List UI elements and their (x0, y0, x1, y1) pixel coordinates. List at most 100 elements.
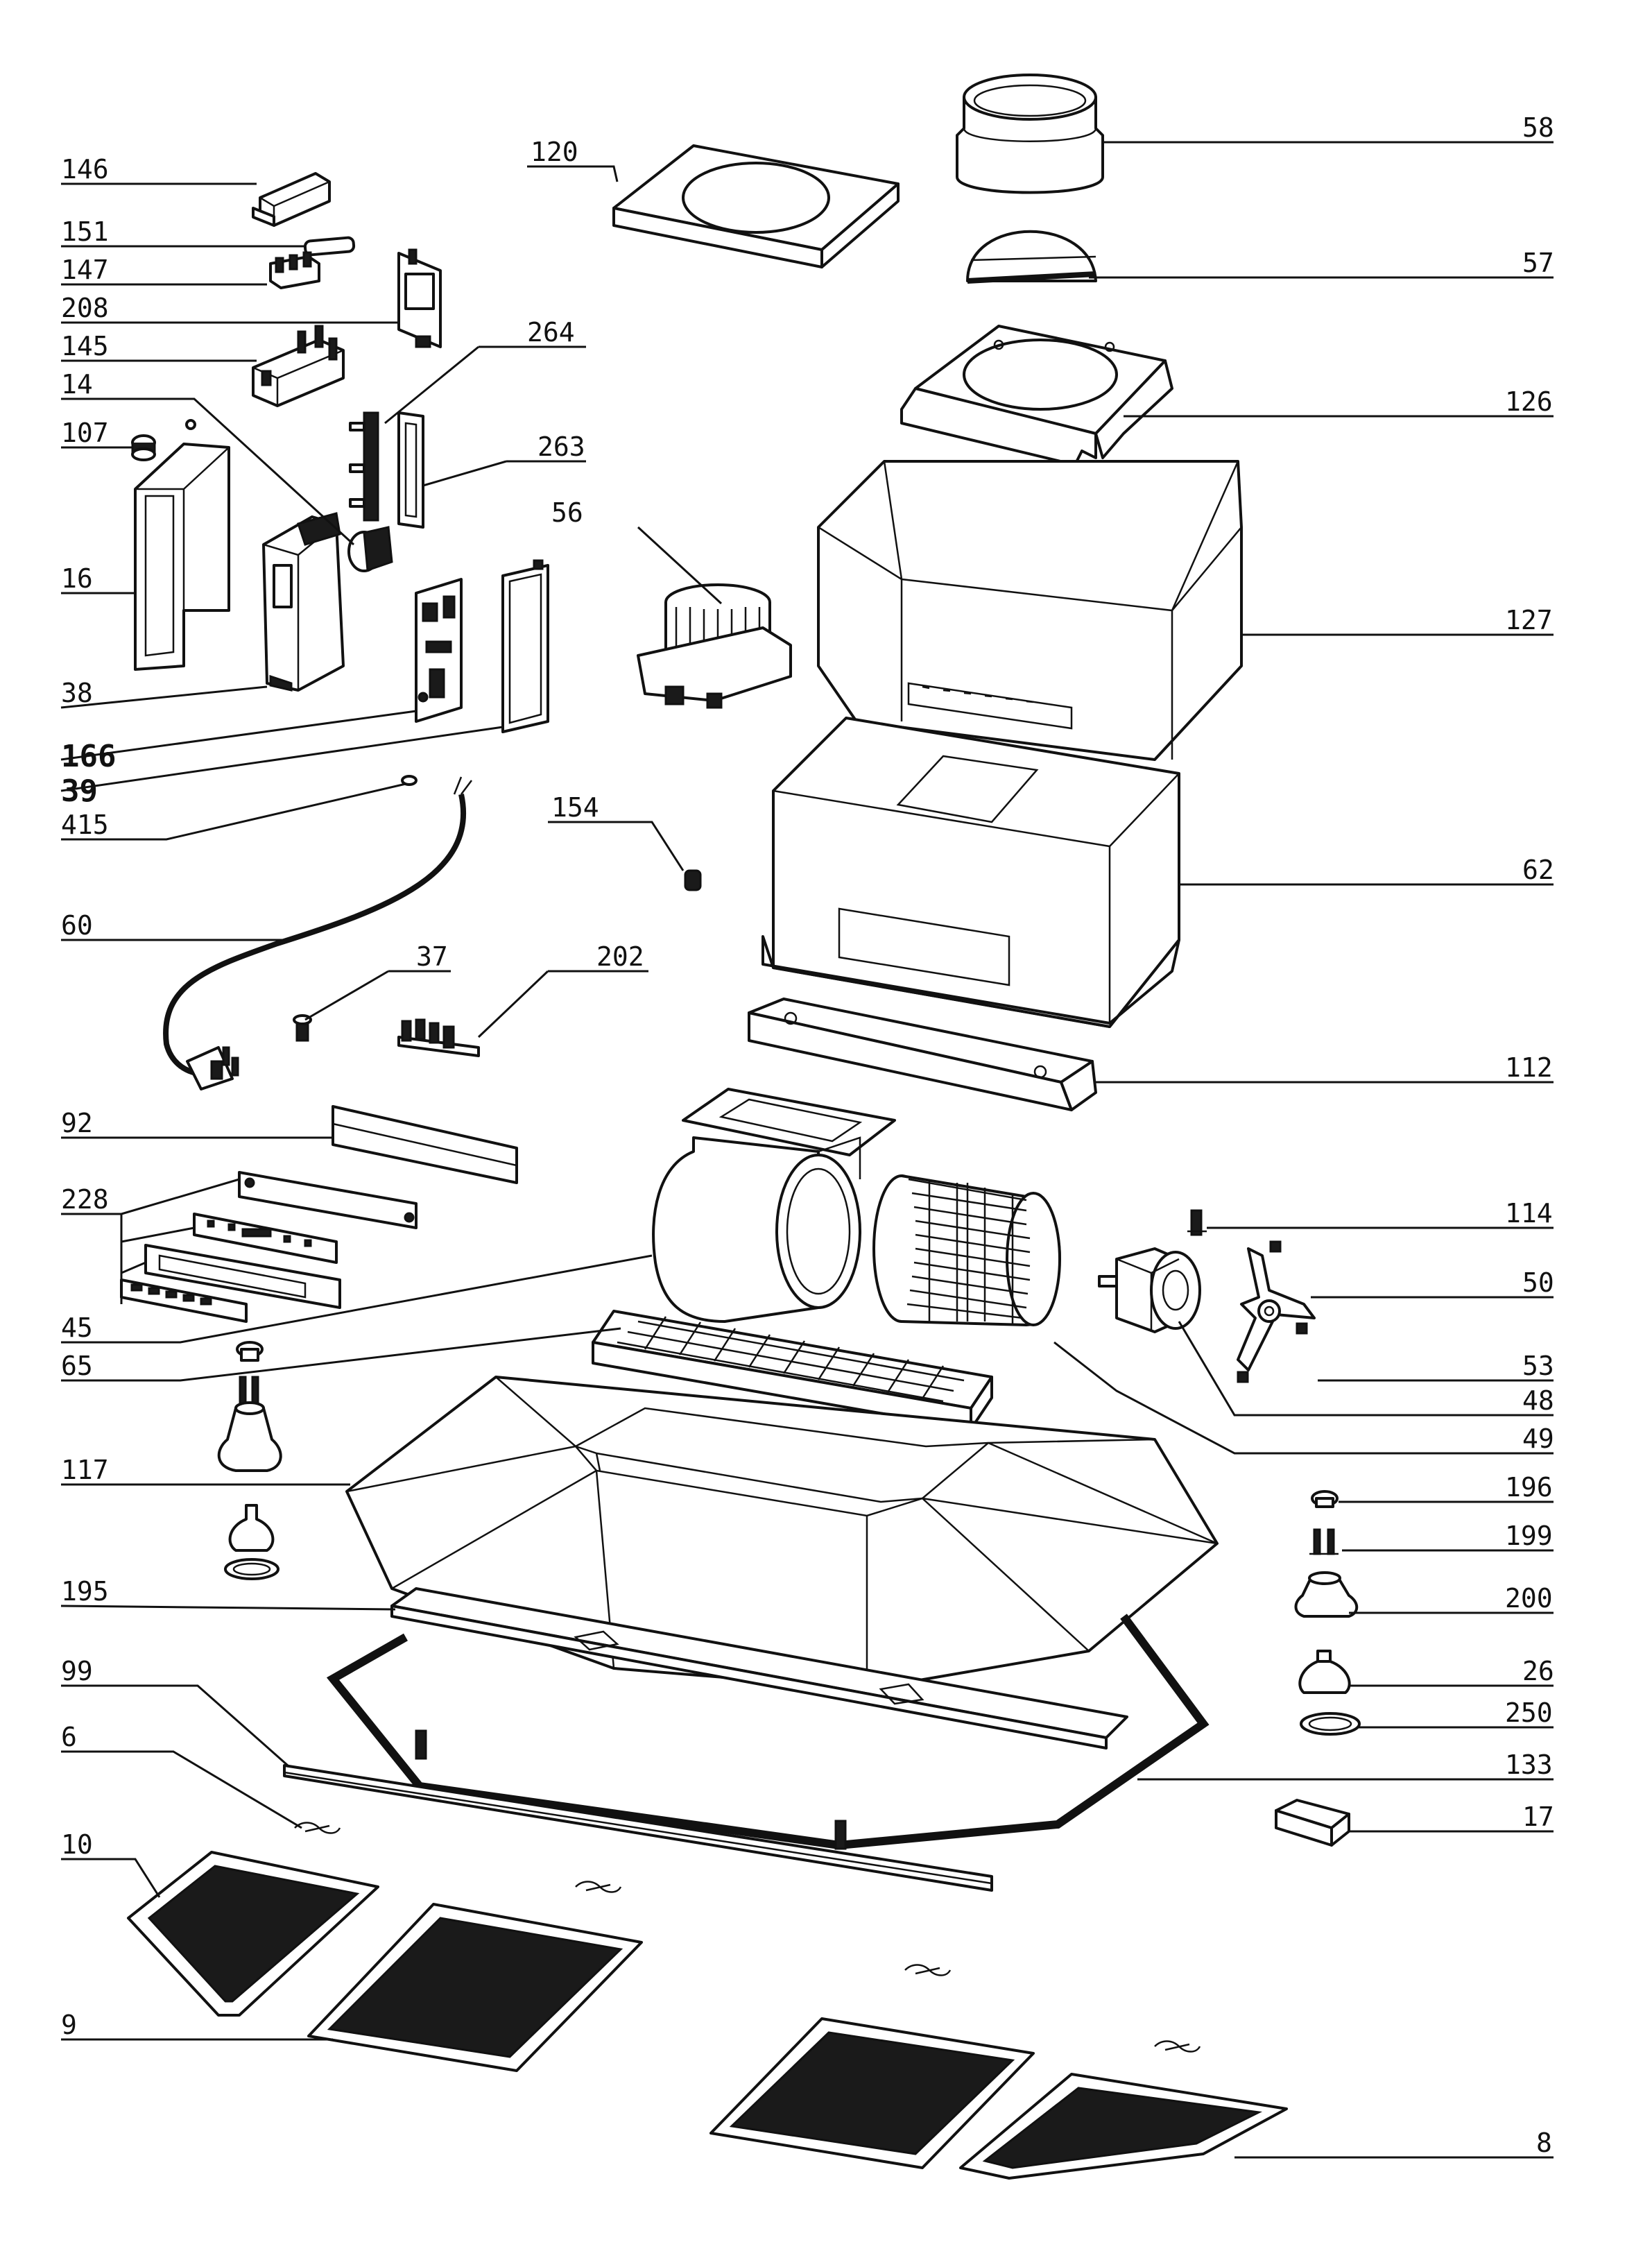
leader-lines (60, 141, 1554, 2159)
label-56: 56 (551, 497, 583, 528)
label-166: 166 (61, 739, 116, 774)
label-151: 151 (61, 216, 109, 247)
part-49-fan-wheel (872, 1174, 1061, 1326)
part-112-support-rail (748, 998, 1097, 1111)
part-39-cover-plate (501, 559, 549, 733)
part-195-inner-panel (390, 1587, 1128, 1750)
label-14: 14 (61, 369, 93, 400)
label-114: 114 (1505, 1198, 1553, 1229)
label-65: 65 (61, 1351, 93, 1381)
part-50-motor-bracket (1237, 1247, 1316, 1371)
label-8: 8 (1536, 2128, 1552, 2158)
part-145-switch-block (252, 325, 345, 407)
label-16: 16 (61, 563, 93, 594)
label-39: 39 (61, 773, 98, 809)
part-99-front-strip (283, 1764, 993, 1892)
part-127-chimney-cover (817, 460, 1243, 761)
label-49: 49 (1522, 1423, 1554, 1454)
label-48: 48 (1522, 1385, 1554, 1416)
part-lamp-holder-left (217, 1341, 282, 1580)
label-58: 58 (1522, 112, 1554, 143)
label-147: 147 (61, 255, 109, 285)
label-202: 202 (596, 941, 644, 972)
part-126-mounting-plate (900, 325, 1173, 466)
label-199: 199 (1505, 1521, 1553, 1551)
label-250: 250 (1505, 1697, 1553, 1728)
label-146: 146 (61, 154, 109, 185)
part-58-duct-collar (956, 74, 1104, 194)
label-10: 10 (61, 1829, 93, 1860)
part-14-knob (347, 526, 393, 572)
label-6: 6 (61, 1722, 77, 1752)
part-6-filter-clips (294, 1822, 1201, 2053)
part-filter-center (709, 2017, 1035, 2169)
label-263: 263 (537, 431, 585, 462)
part-147-terminal-block (269, 251, 320, 289)
part-number-labels: 146 151 147 208 145 264 14 107 263 16 38… (61, 112, 1554, 2158)
label-50: 50 (1522, 1267, 1554, 1298)
part-62-motor-housing (762, 717, 1180, 1028)
label-200: 200 (1505, 1583, 1553, 1614)
label-112: 112 (1505, 1052, 1553, 1083)
label-127: 127 (1505, 605, 1553, 635)
part-200-lamp-shade (1294, 1571, 1359, 1618)
label-92: 92 (61, 1108, 93, 1138)
part-17-switch-cover (1275, 1799, 1350, 1847)
label-126: 126 (1505, 386, 1553, 417)
part-264-light-switch (349, 411, 379, 522)
label-17: 17 (1522, 1802, 1554, 1832)
part-117-canopy (345, 1376, 1219, 1691)
label-99: 99 (61, 1656, 93, 1686)
label-62: 62 (1522, 855, 1554, 885)
part-57-damper (966, 230, 1097, 284)
label-45: 45 (61, 1312, 93, 1343)
part-45-blower-housing (652, 1088, 896, 1323)
label-26: 26 (1522, 1656, 1554, 1686)
label-9: 9 (61, 2010, 77, 2040)
label-57: 57 (1522, 248, 1554, 278)
part-250-ring (1300, 1712, 1361, 1736)
part-263-bracket (397, 411, 424, 529)
part-38-transformer-housing (262, 512, 345, 692)
part-56-blower-fan (637, 583, 792, 709)
part-37-screw (293, 1014, 312, 1042)
label-154: 154 (551, 792, 599, 823)
label-228: 228 (61, 1184, 109, 1215)
part-133-wire-frame (326, 1614, 1210, 1850)
part-16-side-panel (134, 419, 230, 671)
part-415-grommet (401, 775, 418, 786)
part-166-control-board (415, 578, 463, 723)
label-133: 133 (1505, 1750, 1553, 1780)
part-60-power-cord (163, 776, 472, 1090)
part-208-capacitor-bracket (397, 248, 442, 348)
label-107: 107 (61, 418, 109, 448)
part-228-control-panel (120, 1171, 418, 1323)
part-65-grease-filter-frame (592, 1310, 993, 1430)
label-145: 145 (61, 331, 109, 361)
part-10-corner-filter (127, 1851, 379, 2017)
part-202-cable-clip (397, 1018, 480, 1057)
label-264: 264 (527, 317, 575, 348)
part-26-bulb (1298, 1650, 1351, 1694)
part-53-rubber-mounts (1237, 1240, 1308, 1383)
part-9-filter (307, 1903, 643, 2072)
part-8-corner-filter (959, 2073, 1288, 2180)
label-117: 117 (61, 1455, 109, 1485)
part-114-clip (1187, 1209, 1207, 1236)
label-53: 53 (1522, 1351, 1554, 1381)
label-37: 37 (416, 941, 448, 972)
label-38: 38 (61, 678, 93, 708)
label-120: 120 (531, 137, 578, 167)
label-196: 196 (1505, 1472, 1553, 1503)
part-92-trim-strip (332, 1105, 518, 1184)
part-120-top-plate (612, 144, 900, 268)
part-48-motor (1098, 1247, 1201, 1333)
part-196-lamp-socket (1311, 1490, 1339, 1508)
label-60: 60 (61, 910, 93, 941)
part-107-cap (131, 434, 156, 461)
label-415: 415 (61, 810, 109, 840)
label-195: 195 (61, 1576, 109, 1607)
part-199-lamp-clip (1309, 1528, 1339, 1555)
label-208: 208 (61, 293, 109, 323)
